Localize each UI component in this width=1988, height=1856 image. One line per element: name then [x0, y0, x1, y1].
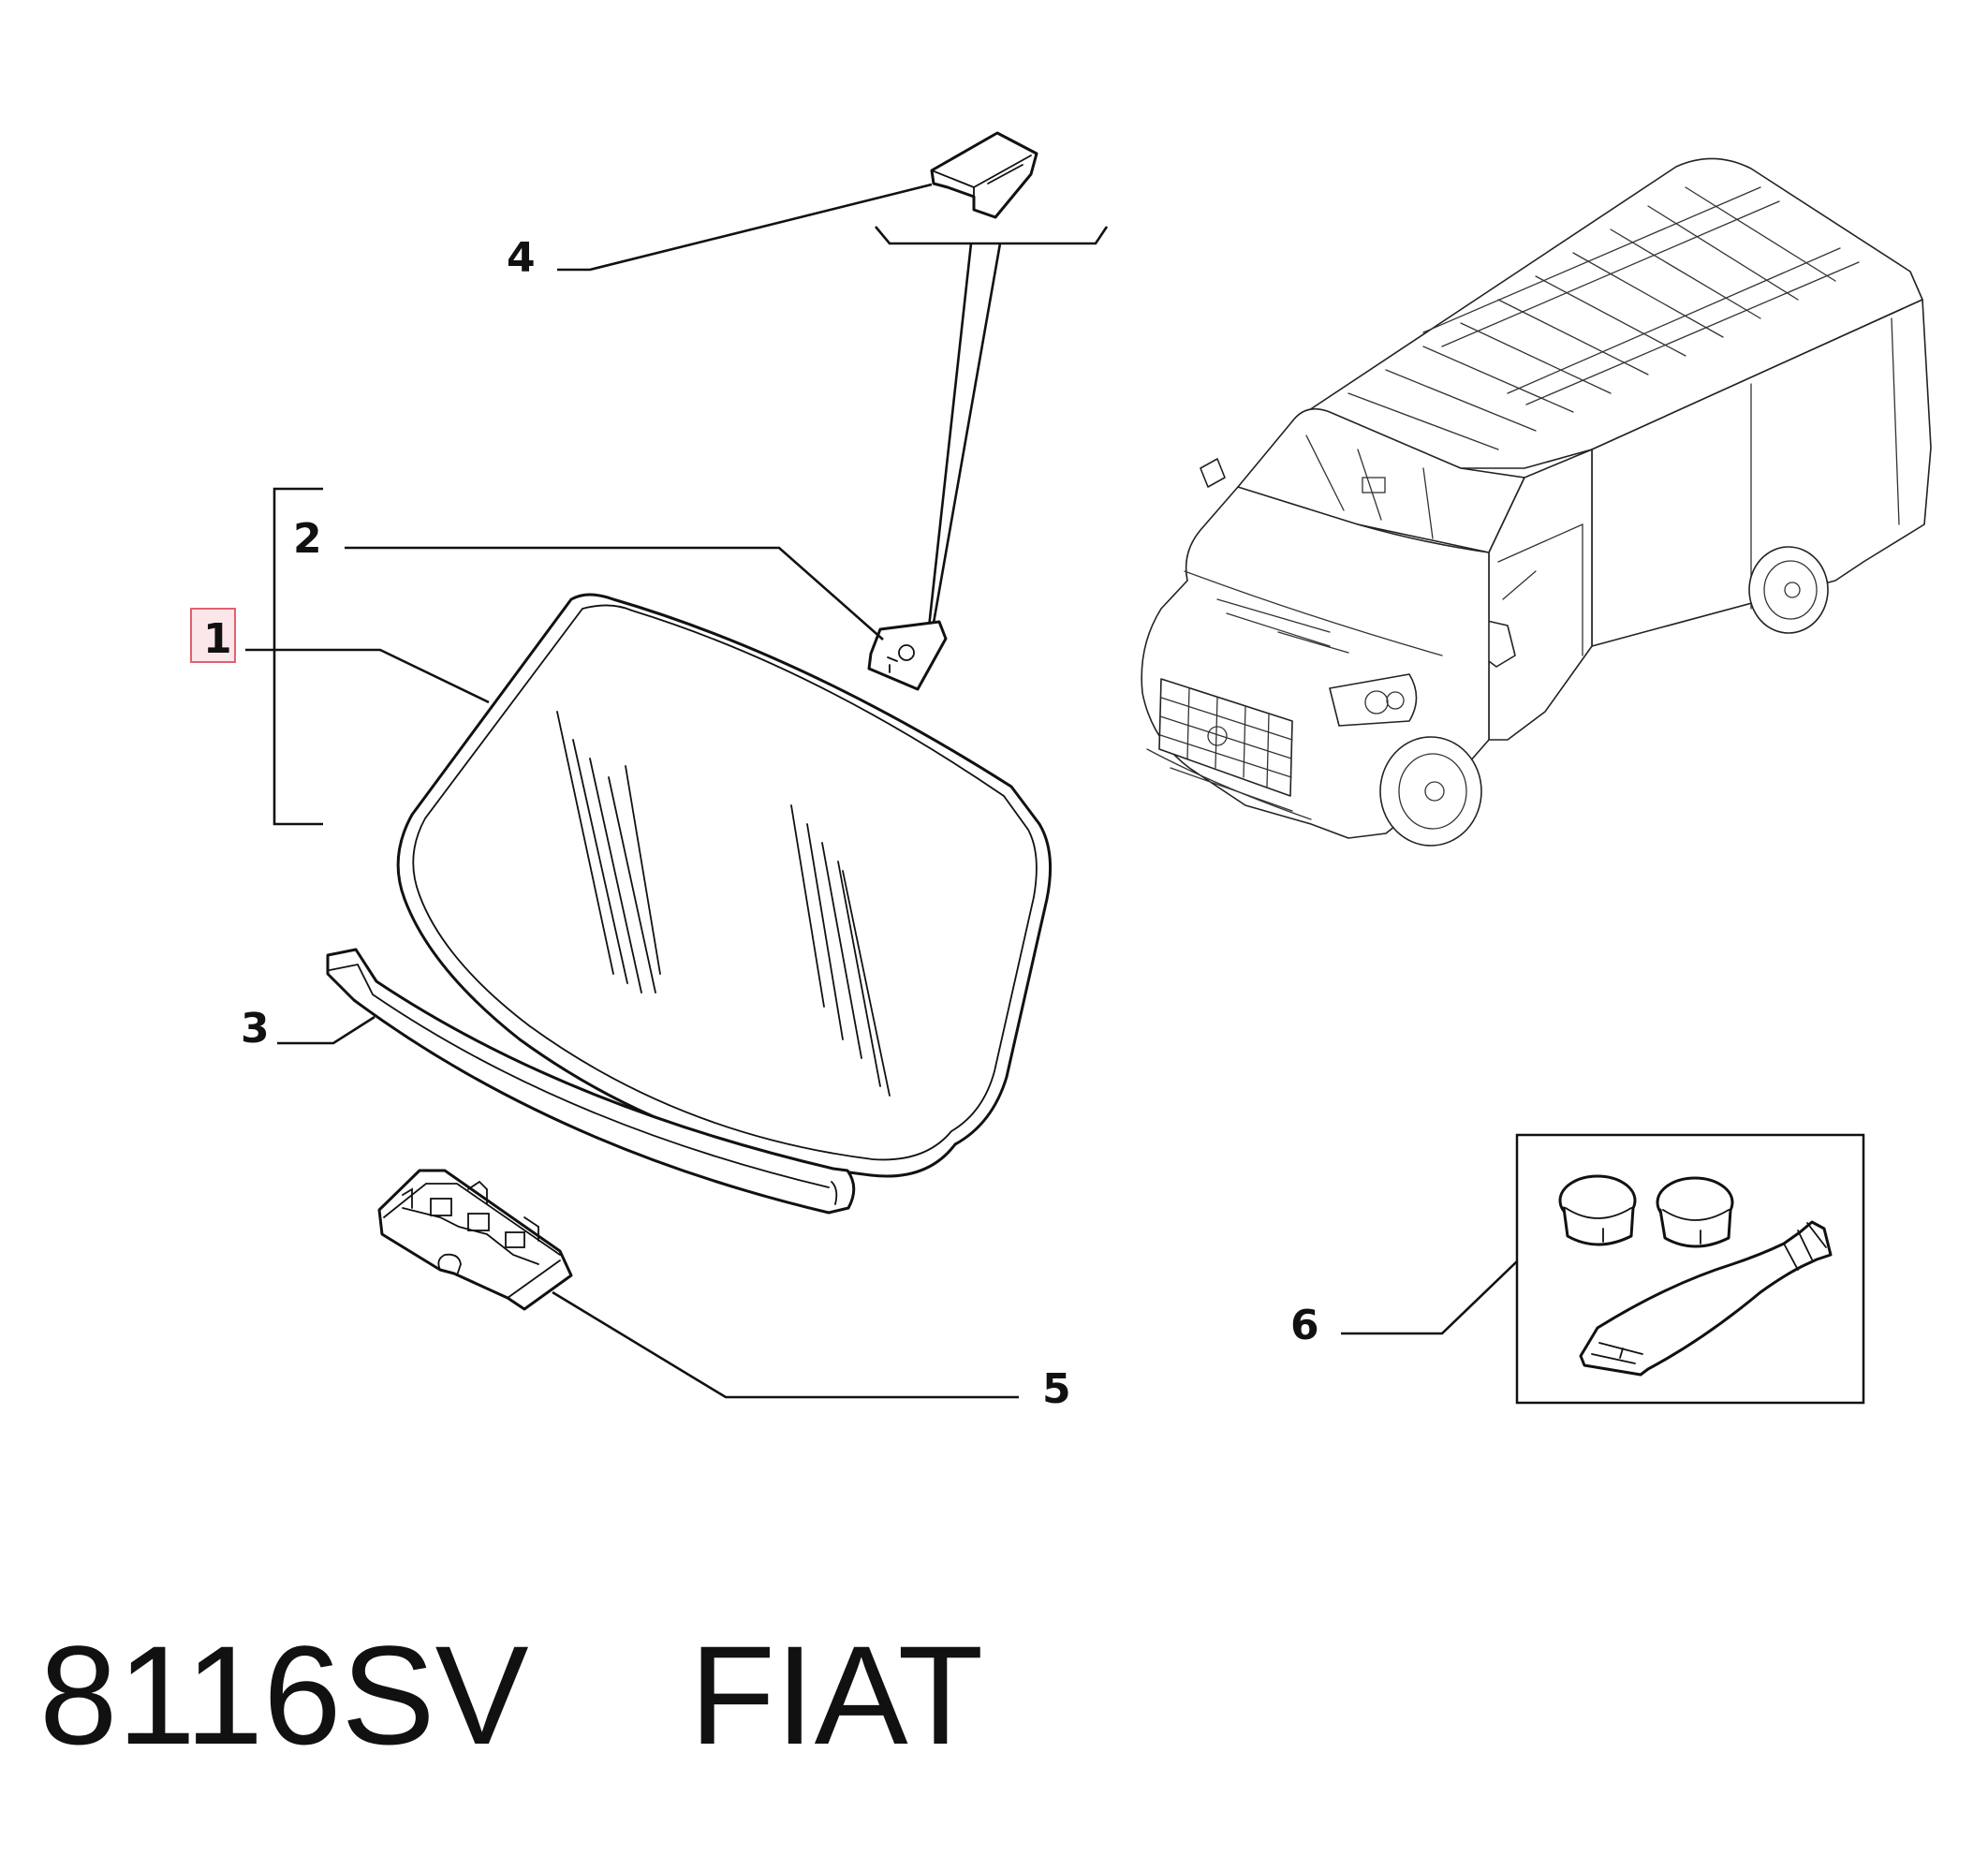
leader-4	[557, 183, 933, 272]
diagram-footer: 8116SV FIAT	[39, 1625, 983, 1765]
kit-adhesive-tube	[1579, 1220, 1833, 1377]
callout-4[interactable]: 4	[507, 234, 536, 282]
leader-5	[552, 1290, 1019, 1399]
part-1-windscreen[interactable]	[396, 593, 1053, 1178]
leader-6	[1341, 1260, 1518, 1335]
callout-3[interactable]: 3	[241, 1005, 270, 1053]
part-group-code: 8116SV	[39, 1616, 529, 1774]
part-3-weatherstrip[interactable]	[326, 948, 856, 1215]
assembly-bracket-left	[272, 487, 323, 826]
callout-6[interactable]: 6	[1290, 1302, 1319, 1349]
callout-2[interactable]: 2	[293, 515, 322, 563]
part-2-sensor-pad[interactable]	[867, 620, 948, 691]
assembly-bracket-top	[875, 226, 1109, 645]
leader-2	[345, 546, 884, 641]
part-5-mount-bracket[interactable]	[377, 1169, 573, 1311]
callout-1[interactable]: 1	[203, 615, 232, 663]
part-4-mirror-cover[interactable]	[930, 131, 1038, 219]
van-illustration	[1141, 157, 1932, 847]
leader-1	[245, 648, 490, 704]
kit-cap-1	[1558, 1174, 1637, 1246]
part-6-kit-box[interactable]	[1515, 1133, 1865, 1405]
kit-cap-2	[1656, 1176, 1734, 1248]
callout-1-highlight	[190, 608, 236, 663]
brand-label: FIAT	[689, 1616, 984, 1774]
callout-5[interactable]: 5	[1042, 1365, 1071, 1413]
leader-3	[277, 1015, 376, 1045]
